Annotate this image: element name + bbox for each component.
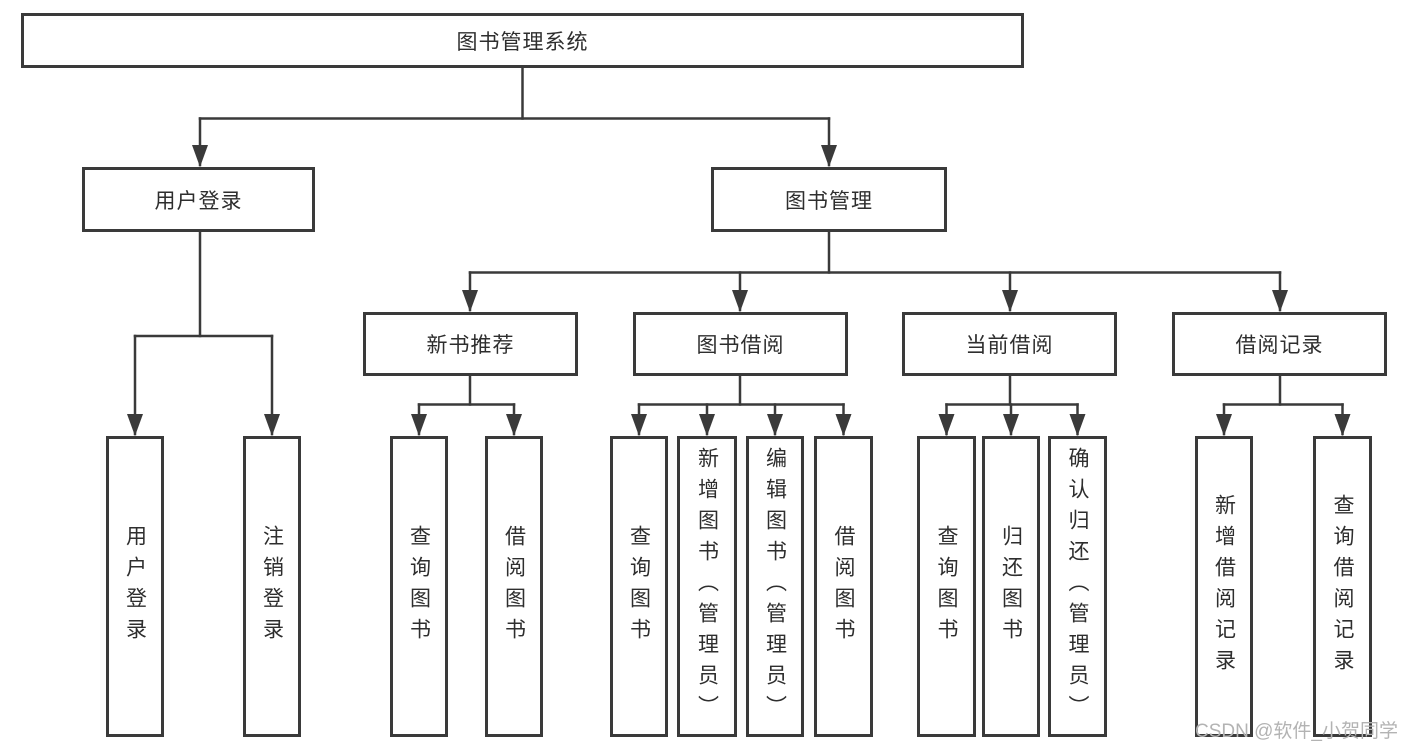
- leaf-user-login: 用户登录: [106, 436, 164, 737]
- leaf-edit-books-admin: 编辑图书（管理员）: [746, 436, 804, 737]
- leaf-query-books-recommend: 查询图书: [390, 436, 448, 737]
- leaf-add-borrow-record-label: 新增借阅记录: [1212, 493, 1236, 680]
- leaf-return-books: 归还图书: [982, 436, 1040, 737]
- leaf-edit-books-admin-label: 编辑图书（管理员）: [763, 447, 787, 726]
- node-current-borrow-label: 当前借阅: [965, 334, 1054, 357]
- node-borrow-records: 借阅记录: [1172, 312, 1387, 376]
- leaf-borrow-books-label: 借阅图书: [832, 524, 855, 649]
- leaf-query-books-recommend-label: 查询图书: [407, 524, 431, 649]
- leaf-query-books-current-label: 查询图书: [935, 524, 958, 649]
- leaf-confirm-return-admin-label: 确认归还（管理员）: [1066, 447, 1089, 726]
- leaf-user-login-label: 用户登录: [123, 524, 147, 649]
- leaf-confirm-return-admin: 确认归还（管理员）: [1048, 436, 1107, 737]
- node-new-book-recommend: 新书推荐: [363, 312, 578, 376]
- leaf-logout-login: 注销登录: [243, 436, 301, 737]
- node-user-login: 用户登录: [82, 167, 315, 232]
- leaf-logout-login-label: 注销登录: [260, 524, 284, 649]
- leaf-borrow-books: 借阅图书: [814, 436, 873, 737]
- node-current-borrow: 当前借阅: [902, 312, 1117, 376]
- node-new-book-recommend-label: 新书推荐: [426, 334, 515, 357]
- leaf-return-books-label: 归还图书: [999, 524, 1023, 649]
- leaf-add-borrow-record: 新增借阅记录: [1195, 436, 1253, 737]
- leaf-query-books-current: 查询图书: [917, 436, 976, 737]
- leaf-query-borrow-record-label: 查询借阅记录: [1331, 493, 1354, 680]
- node-book-management-label: 图书管理: [785, 189, 873, 213]
- node-user-login-label: 用户登录: [154, 189, 243, 213]
- leaf-borrow-books-recommend-label: 借阅图书: [502, 524, 526, 649]
- node-book-borrow: 图书借阅: [633, 312, 848, 376]
- leaf-add-books-admin-label: 新增图书（管理员）: [695, 447, 719, 726]
- node-borrow-records-label: 借阅记录: [1235, 334, 1324, 357]
- leaf-borrow-books-recommend: 借阅图书: [485, 436, 543, 737]
- node-root-system-label: 图书管理系统: [456, 30, 589, 54]
- watermark-text: CSDN @软件_小贺同学: [1195, 721, 1398, 742]
- leaf-query-books-borrow-label: 查询图书: [627, 524, 651, 649]
- leaf-query-books-borrow: 查询图书: [610, 436, 668, 737]
- leaf-add-books-admin: 新增图书（管理员）: [677, 436, 737, 737]
- node-root-system: 图书管理系统: [21, 13, 1024, 68]
- leaf-query-borrow-record: 查询借阅记录: [1313, 436, 1372, 737]
- node-book-borrow-label: 图书借阅: [696, 334, 785, 357]
- node-book-management: 图书管理: [711, 167, 947, 232]
